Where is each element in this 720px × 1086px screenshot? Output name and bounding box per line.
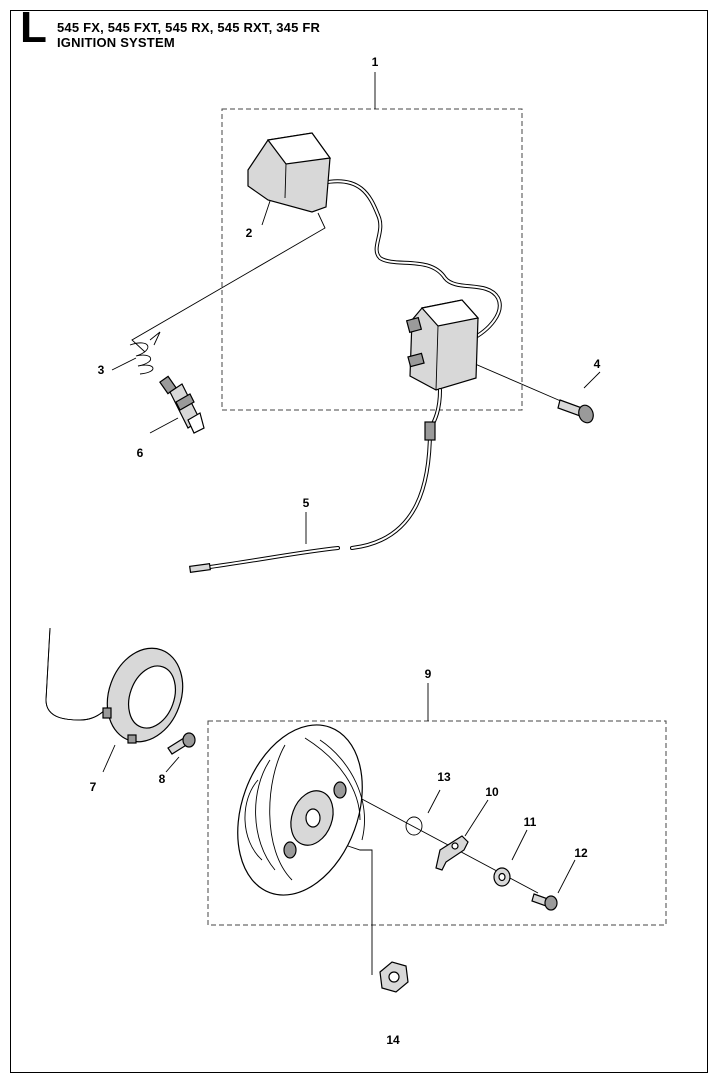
part-13-spring-clip: [405, 816, 423, 836]
part-14-nut: [379, 961, 409, 993]
callout-4: 4: [594, 357, 601, 371]
part-8-screw: [167, 732, 196, 755]
callout-6: 6: [137, 446, 144, 460]
callout-13: 13: [437, 770, 451, 784]
group-box-ignition-module: [221, 108, 523, 411]
flywheel: [237, 724, 365, 896]
page-frame: [10, 10, 708, 1073]
part-11-washer: [493, 867, 511, 887]
callout-11: 11: [524, 815, 537, 829]
callout-2: 2: [246, 226, 253, 240]
part-3-spring: [129, 331, 161, 375]
part-4-screw: [557, 399, 594, 424]
callout-12: 12: [574, 846, 588, 860]
part-12-screw: [531, 893, 558, 911]
callout-5: 5: [303, 496, 310, 510]
callout-14: 14: [386, 1033, 400, 1047]
model-list: 545 FX, 545 FXT, 545 RX, 545 RXT, 345 FR: [57, 20, 321, 35]
section-title: IGNITION SYSTEM: [57, 35, 175, 50]
callout-3: 3: [98, 363, 105, 377]
section-letter: L: [20, 3, 47, 52]
callout-9: 9: [425, 667, 432, 681]
callout-7: 7: [90, 780, 97, 794]
callout-8: 8: [159, 772, 166, 786]
part-2-spark-plug-cap: [247, 132, 502, 342]
leader-lines: [102, 72, 601, 975]
callout-10: 10: [485, 785, 499, 799]
part-7-coil-ring: [45, 627, 184, 744]
part-5-cable: [189, 421, 436, 574]
group-box-flywheel: [207, 720, 667, 926]
part-10-pawl: [435, 835, 469, 871]
ignition-module: [405, 299, 480, 432]
part-6-spark-plug: [159, 375, 205, 434]
callout-1: 1: [372, 55, 379, 69]
